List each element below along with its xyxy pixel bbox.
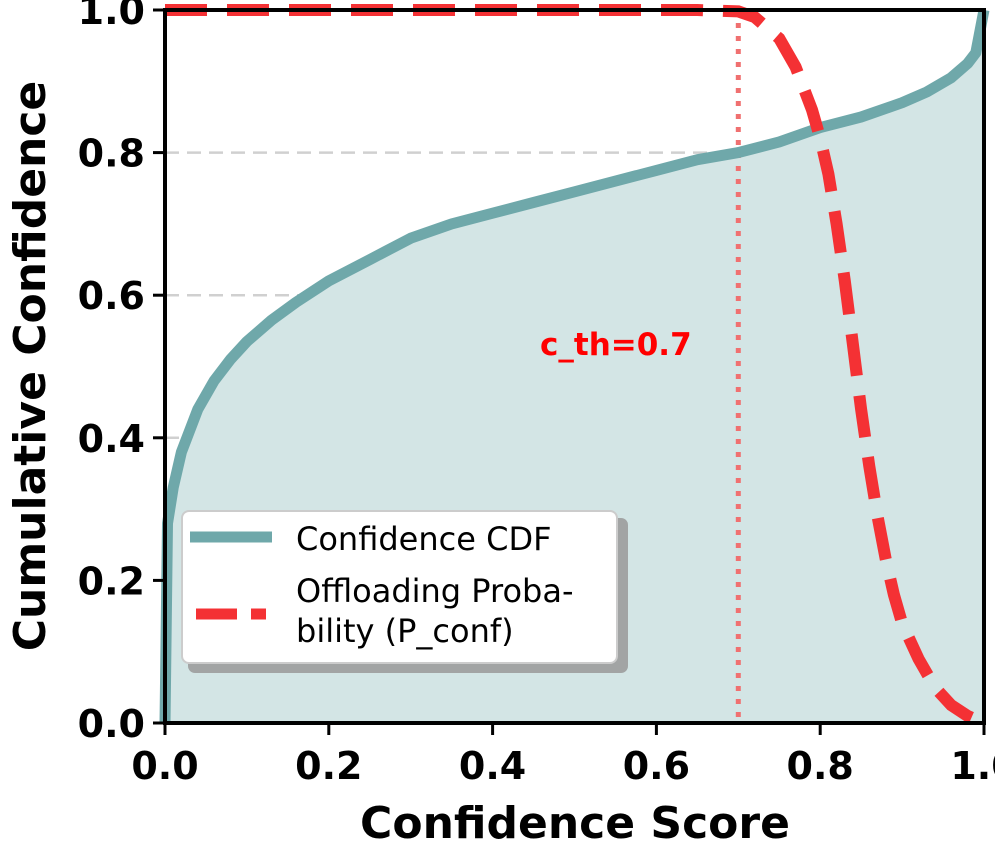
y-tick-label: 0.2	[78, 559, 145, 603]
x-tick-label: 1.0	[950, 744, 995, 788]
y-axis-ticks: 0.0 0.2 0.4 0.6 0.8 1.0	[78, 0, 165, 746]
y-tick-label: 0.0	[78, 702, 145, 746]
x-tick-label: 0.8	[787, 744, 854, 788]
y-tick-label: 1.0	[78, 0, 145, 33]
x-axis-title: Confidence Score	[360, 798, 790, 849]
legend-pconf-label-line1: Offloading Proba-	[296, 572, 574, 610]
y-tick-label: 0.6	[78, 274, 145, 318]
y-tick-label: 0.8	[78, 132, 145, 176]
legend-cdf-label: Confidence CDF	[296, 520, 551, 558]
offloading-probability-line	[165, 4, 987, 729]
x-tick-label: 0.4	[459, 744, 526, 788]
y-axis-title: Cumulative Confidence	[5, 81, 56, 652]
threshold-annotation: c_th=0.7	[540, 327, 692, 363]
y-tick-label: 0.4	[78, 417, 145, 461]
x-tick-label: 0.2	[295, 744, 362, 788]
x-tick-label: 0.6	[623, 744, 690, 788]
x-tick-label: 0.0	[131, 744, 198, 788]
legend-pconf-label-line2: bility (P_conf)	[296, 612, 514, 650]
legend: Confidence CDF Offloading Proba- bility …	[181, 510, 628, 673]
plot-frame	[163, 8, 986, 725]
x-axis-ticks: 0.0 0.2 0.4 0.6 0.8 1.0	[131, 723, 995, 788]
cdf-line	[159, 8, 990, 724]
